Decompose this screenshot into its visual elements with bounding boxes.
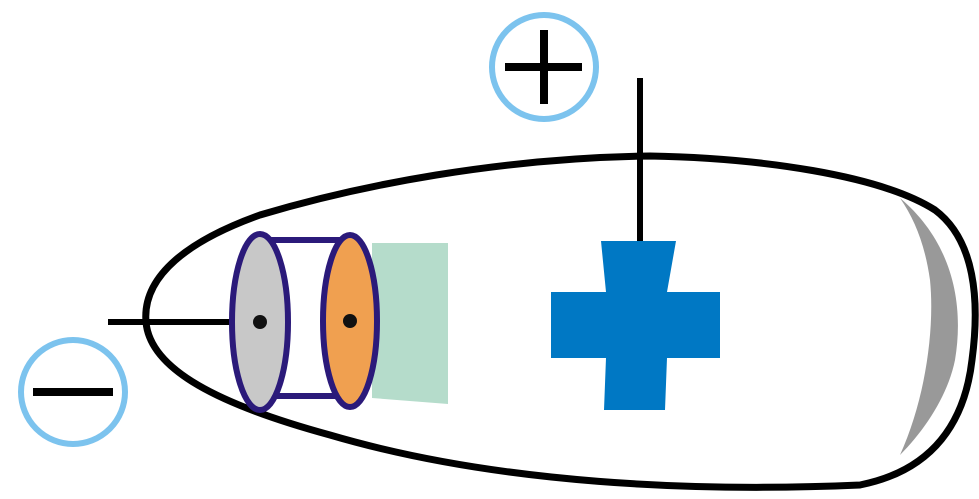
cathode-center-dot [253, 315, 267, 329]
positive-terminal [492, 15, 596, 119]
anode-cross [551, 241, 720, 410]
electron-beam [372, 243, 448, 404]
focus-center-dot [343, 314, 357, 328]
negative-terminal [21, 340, 125, 444]
screen-coating [900, 198, 958, 455]
